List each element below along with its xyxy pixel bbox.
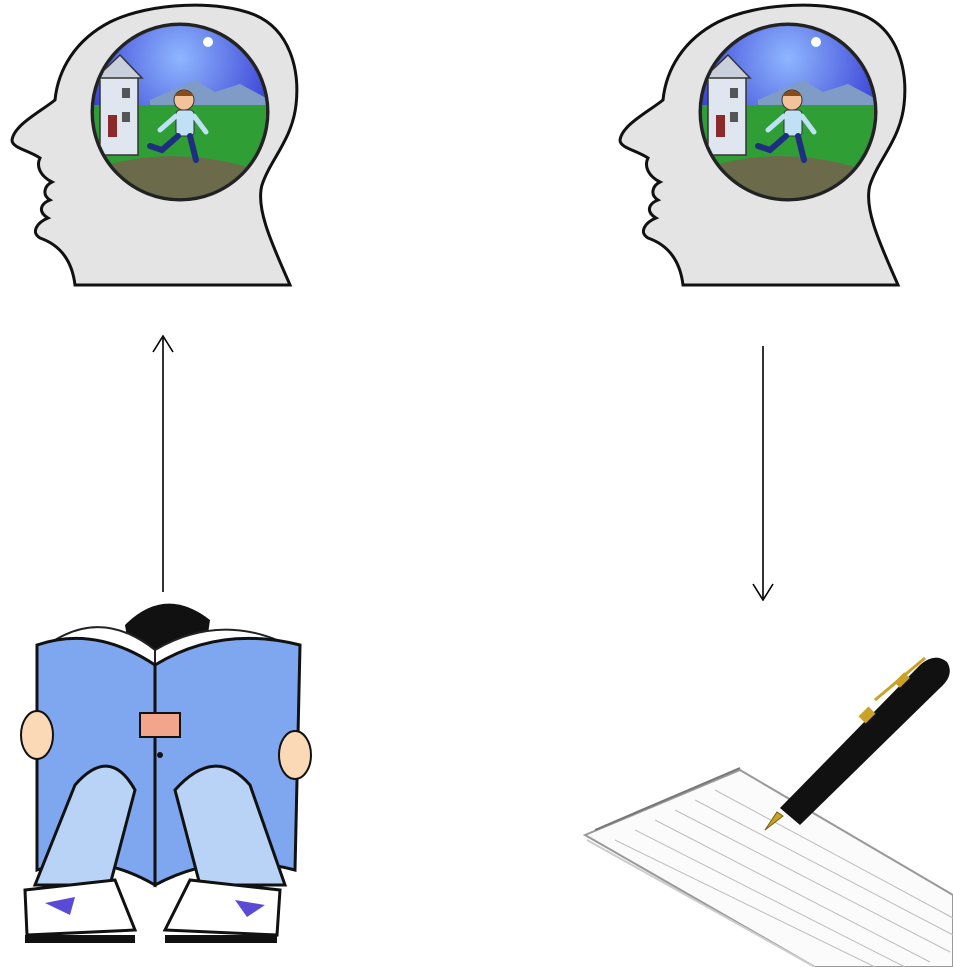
notepad-with-fountain-pen-icon (575, 640, 953, 967)
child-reading-book-icon (15, 585, 315, 955)
arrow-down-icon (740, 340, 790, 605)
arrow-up-icon (140, 330, 190, 595)
head-with-imagined-scene-icon (608, 0, 908, 290)
head-with-imagined-scene-icon (0, 0, 300, 290)
